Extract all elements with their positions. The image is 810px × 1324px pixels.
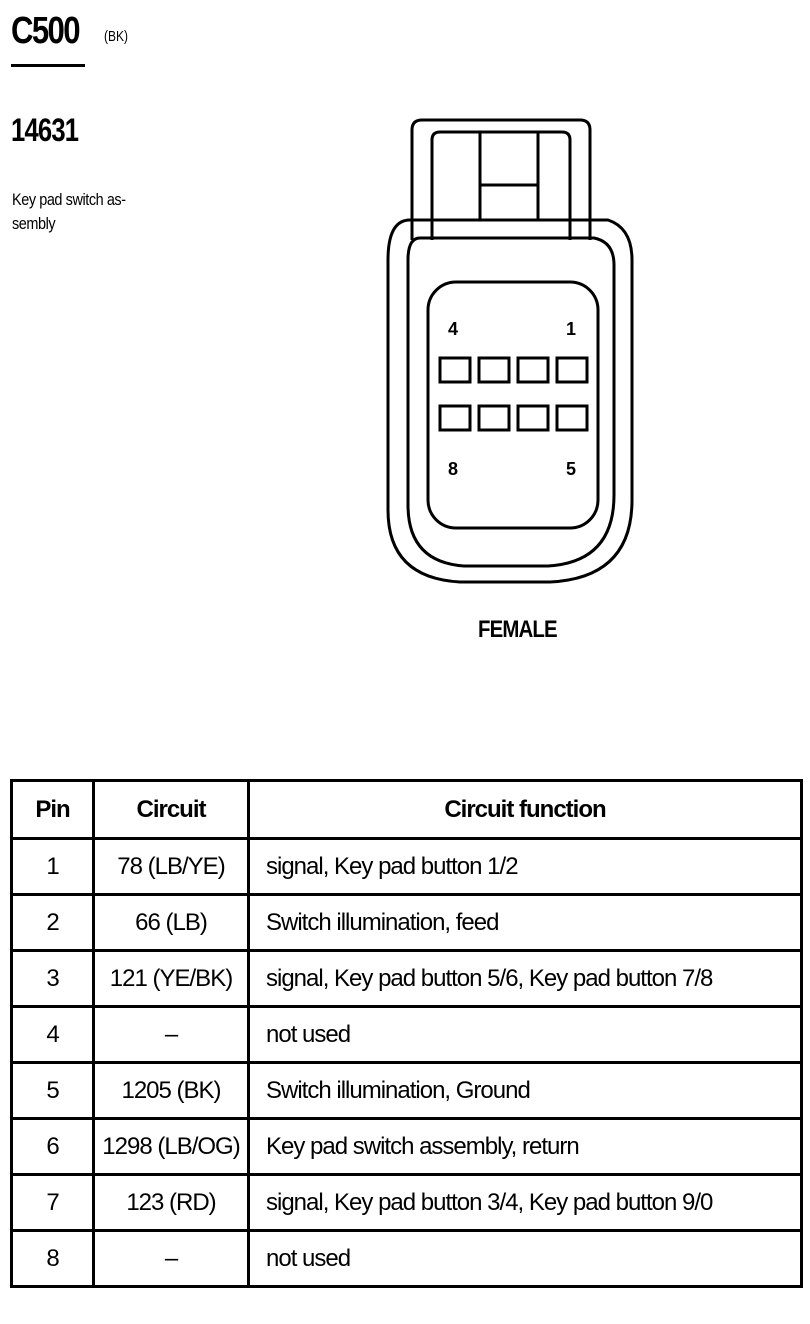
- pin-label-bottom-left: 8: [448, 459, 458, 479]
- connector-id: C500: [11, 10, 81, 52]
- table-row: 4 – not used: [10, 1005, 803, 1064]
- pinout-table: Pin Circuit Circuit function 1 78 (LB/YE…: [10, 779, 803, 1288]
- header-circuit-function: Circuit function: [247, 779, 803, 840]
- header-circuit: Circuit: [92, 779, 250, 840]
- table-header-row: Pin Circuit Circuit function: [10, 779, 803, 840]
- cell-circuit: 121 (YE/BK): [92, 949, 250, 1008]
- cell-function: signal, Key pad button 1/2: [247, 837, 803, 896]
- table-row: 5 1205 (BK) Switch illumination, Ground: [10, 1061, 803, 1120]
- cell-circuit: 1205 (BK): [92, 1061, 250, 1120]
- title-underline: [11, 64, 85, 67]
- cell-pin: 4: [10, 1005, 95, 1064]
- pin-label-top-right: 1: [566, 319, 576, 339]
- cell-circuit: 66 (LB): [92, 893, 250, 952]
- table-row: 8 – not used: [10, 1229, 803, 1288]
- cell-circuit: –: [92, 1005, 250, 1064]
- pin-cavity: [477, 404, 511, 432]
- cell-circuit: 78 (LB/YE): [92, 837, 250, 896]
- cell-pin: 1: [10, 837, 95, 896]
- cell-pin: 8: [10, 1229, 95, 1288]
- table-row: 1 78 (LB/YE) signal, Key pad button 1/2: [10, 837, 803, 896]
- cell-function: signal, Key pad button 5/6, Key pad butt…: [247, 949, 803, 1008]
- pin-cavity: [555, 404, 589, 432]
- cell-circuit: 1298 (LB/OG): [92, 1117, 250, 1176]
- pin-label-top-left: 4: [448, 319, 458, 339]
- connector-face-label: FEMALE: [478, 616, 558, 643]
- table-row: 3 121 (YE/BK) signal, Key pad button 5/6…: [10, 949, 803, 1008]
- table-row: 2 66 (LB) Switch illumination, feed: [10, 893, 803, 952]
- cell-function: not used: [247, 1229, 803, 1288]
- connector-face-drawing: 4 1 8 5: [386, 118, 634, 584]
- pin-cavity: [516, 404, 550, 432]
- cell-function: signal, Key pad button 3/4, Key pad butt…: [247, 1173, 803, 1232]
- latch-tab: [478, 130, 540, 222]
- pin-cavity: [477, 356, 511, 384]
- connector-color: (BK): [104, 28, 128, 45]
- pin-cavity: [555, 356, 589, 384]
- cell-function: Switch illumination, Ground: [247, 1061, 803, 1120]
- table-row: 6 1298 (LB/OG) Key pad switch assembly, …: [10, 1117, 803, 1176]
- pin-cavity: [438, 356, 472, 384]
- cell-circuit: 123 (RD): [92, 1173, 250, 1232]
- cell-function: Key pad switch assembly, return: [247, 1117, 803, 1176]
- pin-cavity: [516, 356, 550, 384]
- shell-outer: [386, 218, 634, 584]
- pin-face: [426, 280, 600, 530]
- latch-outer: [410, 118, 592, 240]
- table-row: 7 123 (RD) signal, Key pad button 3/4, K…: [10, 1173, 803, 1232]
- part-number: 14631: [11, 112, 79, 148]
- header-pin: Pin: [10, 779, 95, 840]
- shell-inner: [406, 236, 616, 568]
- pin-label-bottom-right: 5: [566, 459, 576, 479]
- cell-pin: 5: [10, 1061, 95, 1120]
- part-description: Key pad switch as-sembly: [12, 190, 126, 233]
- cell-pin: 6: [10, 1117, 95, 1176]
- cell-function: not used: [247, 1005, 803, 1064]
- cell-circuit: –: [92, 1229, 250, 1288]
- cell-pin: 3: [10, 949, 95, 1008]
- cell-pin: 2: [10, 893, 95, 952]
- cell-pin: 7: [10, 1173, 95, 1232]
- cell-function: Switch illumination, feed: [247, 893, 803, 952]
- pin-cavity: [438, 404, 472, 432]
